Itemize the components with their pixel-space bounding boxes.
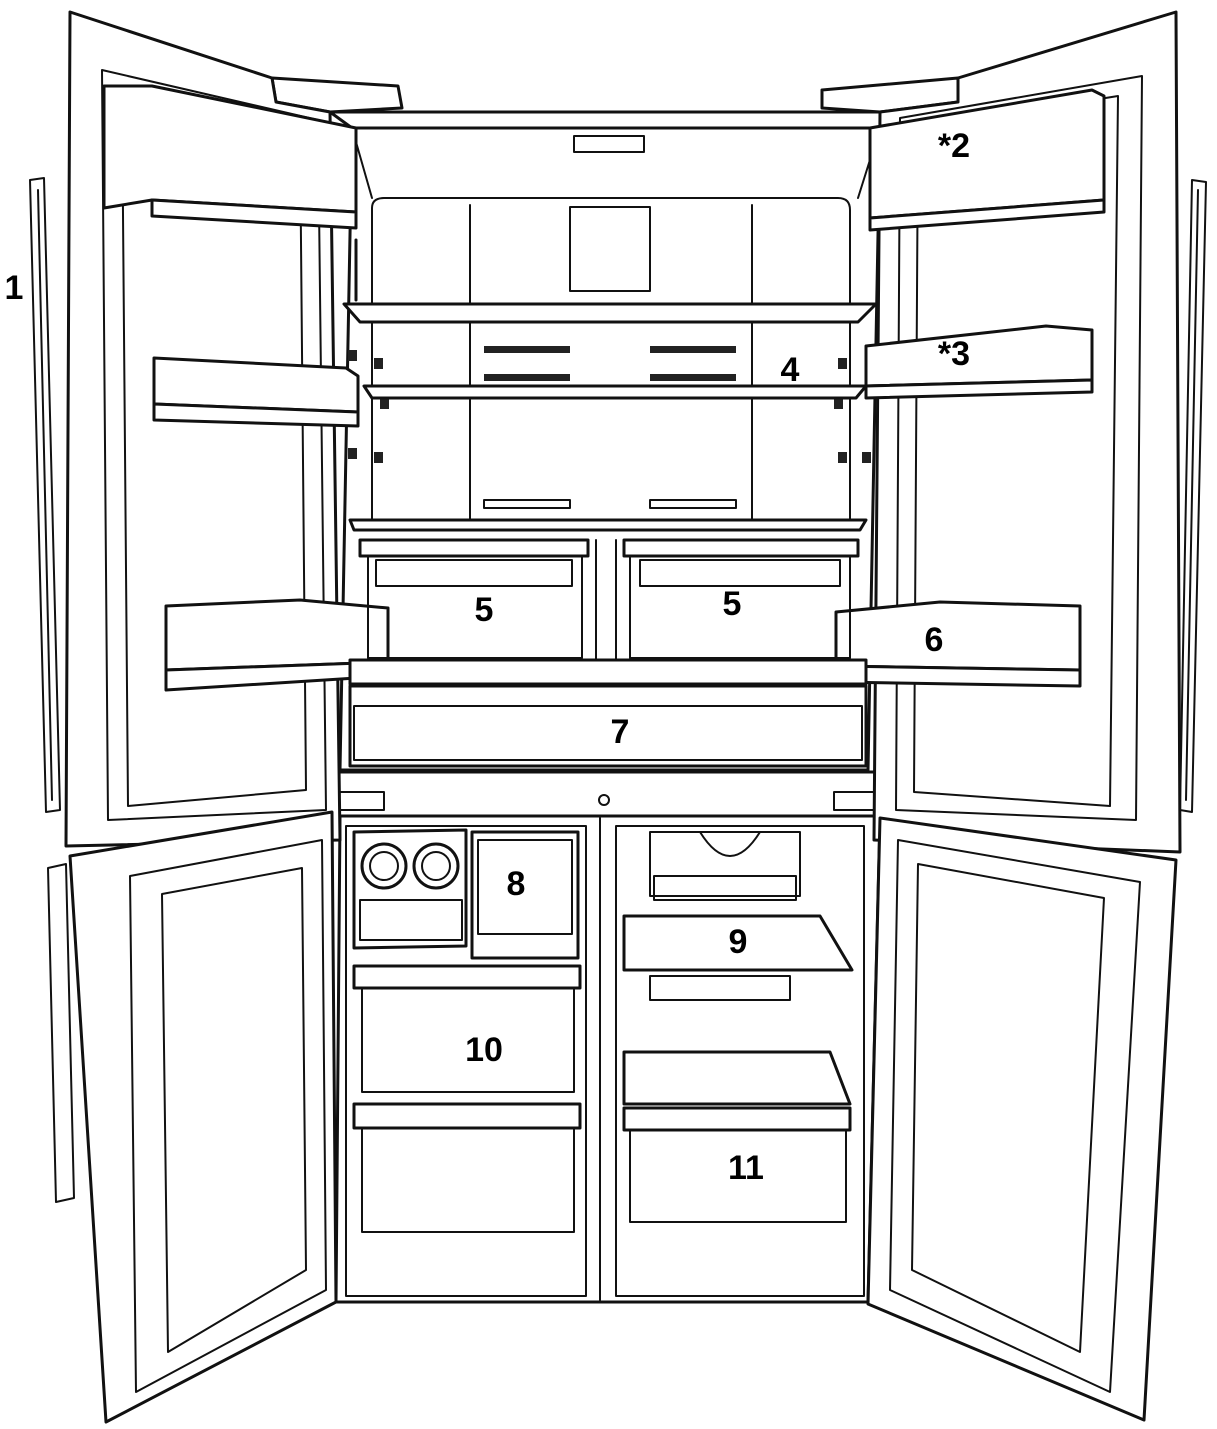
callout-8: 8 bbox=[507, 865, 526, 903]
callout-2: *2 bbox=[938, 127, 970, 165]
callout-11: 11 bbox=[728, 1149, 764, 1187]
callout-10: 10 bbox=[465, 1031, 503, 1069]
fridge-shelves bbox=[342, 302, 878, 768]
right-freezer-door bbox=[866, 816, 1178, 1422]
callout-1: 1 bbox=[5, 269, 24, 307]
callout-labels: 1 *2 *3 4 5 5 6 7 8 9 10 11 bbox=[5, 127, 971, 1187]
callout-9: 9 bbox=[729, 923, 748, 961]
callout-6: 6 bbox=[925, 621, 944, 659]
callout-4: 4 bbox=[781, 351, 800, 389]
cabinet bbox=[270, 76, 960, 1304]
left-fridge-door bbox=[29, 10, 390, 848]
callout-5-right: 5 bbox=[723, 585, 742, 623]
callout-3: *3 bbox=[938, 335, 970, 373]
right-fridge-door bbox=[834, 10, 1207, 854]
callout-5-left: 5 bbox=[475, 591, 494, 629]
callout-7: 7 bbox=[611, 713, 630, 751]
freezer-components bbox=[352, 828, 854, 1233]
left-freezer-door bbox=[47, 810, 338, 1424]
